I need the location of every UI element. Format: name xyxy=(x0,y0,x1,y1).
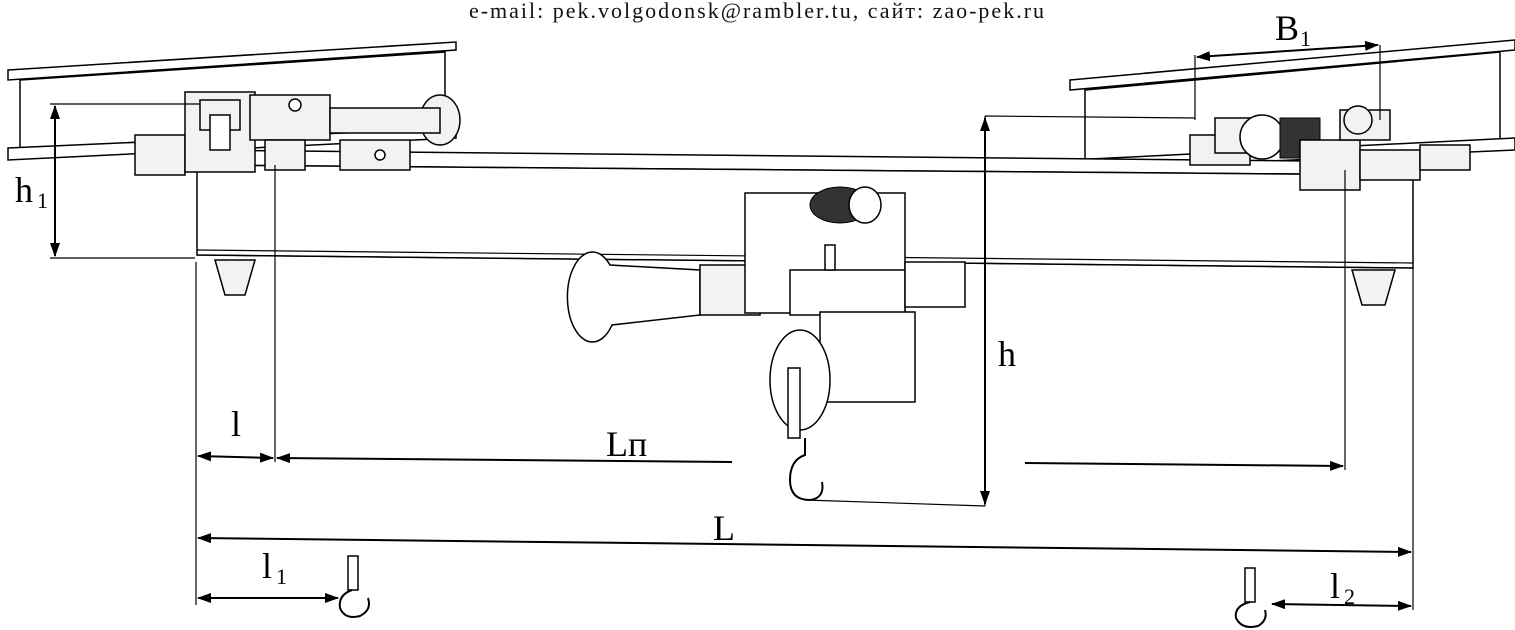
label-ln: Lп xyxy=(606,424,647,464)
dim-l1: l 1 xyxy=(197,546,339,603)
dim-l: l xyxy=(197,404,274,463)
label-l: l xyxy=(231,404,241,444)
dim-l2: l 2 xyxy=(1271,566,1412,611)
label-b1-sub: 1 xyxy=(1300,26,1311,51)
electric-hoist xyxy=(566,186,986,507)
dim-h: h xyxy=(980,115,1196,506)
left-hook xyxy=(338,555,370,618)
label-l2-sub: 2 xyxy=(1344,584,1355,609)
label-l1: l xyxy=(262,546,272,586)
label-h: h xyxy=(998,334,1016,374)
right-hook xyxy=(1234,567,1267,628)
contact-header: e-mail: pek.volgodonsk@rambler.tu, сайт:… xyxy=(468,0,1047,23)
label-l1-sub: 1 xyxy=(276,564,287,589)
extension-lines xyxy=(195,165,1414,610)
right-end-truck xyxy=(1189,105,1471,306)
dim-h1: h 1 xyxy=(15,103,200,259)
left-end-truck xyxy=(134,91,461,296)
label-b1: B xyxy=(1275,8,1299,48)
label-l2: l xyxy=(1330,566,1340,606)
label-h1: h xyxy=(15,170,33,210)
dim-L: L xyxy=(197,508,1412,557)
label-L: L xyxy=(713,508,735,548)
dim-b1: B 1 xyxy=(1194,8,1381,120)
dim-ln: Lп xyxy=(276,424,1344,471)
label-h1-sub: 1 xyxy=(37,188,48,213)
